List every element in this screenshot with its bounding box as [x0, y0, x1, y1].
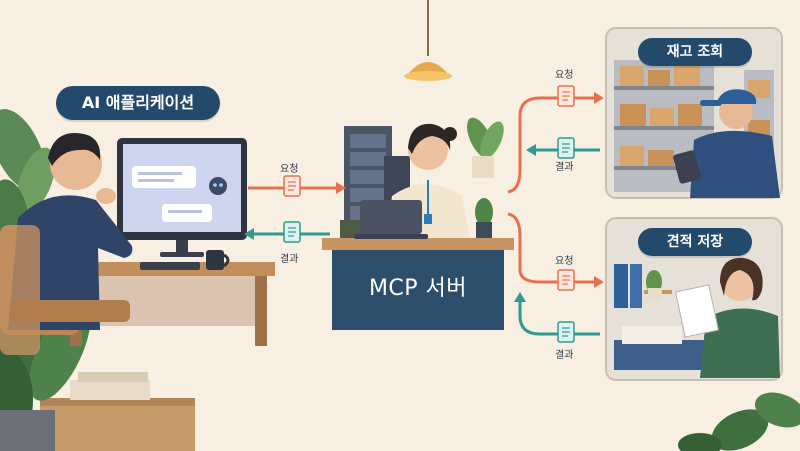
ceiling-lamp-icon [404, 0, 452, 81]
result-label-inventory: 결과 [555, 162, 574, 173]
laptop-icon [354, 200, 428, 239]
monitor-icon [117, 138, 247, 257]
request-arrow-server-to-inventory [507, 85, 604, 194]
foreground-leaves-icon [678, 392, 800, 451]
result-label-quote: 결과 [555, 350, 574, 361]
result-arrow-server-to-app [244, 221, 330, 243]
chair-icon [0, 225, 130, 355]
server-label: MCP 서버 [368, 276, 468, 301]
mug-icon [206, 250, 230, 270]
server-plant-icon [467, 117, 504, 240]
warehouse-worker-icon [673, 89, 780, 198]
quote-label: 견적 저장 [638, 228, 752, 256]
application-label: AI 애플리케이션 [56, 86, 220, 120]
inventory-label: 재고 조회 [638, 38, 752, 66]
result-arrow-inventory-to-server [526, 137, 600, 159]
server-desk [322, 220, 514, 330]
clerk-person-icon [674, 257, 780, 378]
request-label-app: 요청 [280, 164, 299, 175]
keyboard-icon [140, 262, 200, 270]
result-arrow-quote-to-server [514, 292, 600, 343]
request-label-inventory: 요청 [555, 70, 574, 81]
result-label-app: 결과 [280, 254, 299, 265]
request-label-quote: 요청 [555, 256, 574, 267]
request-arrow-app-to-server [248, 175, 346, 197]
request-arrow-server-to-quote [507, 212, 604, 291]
